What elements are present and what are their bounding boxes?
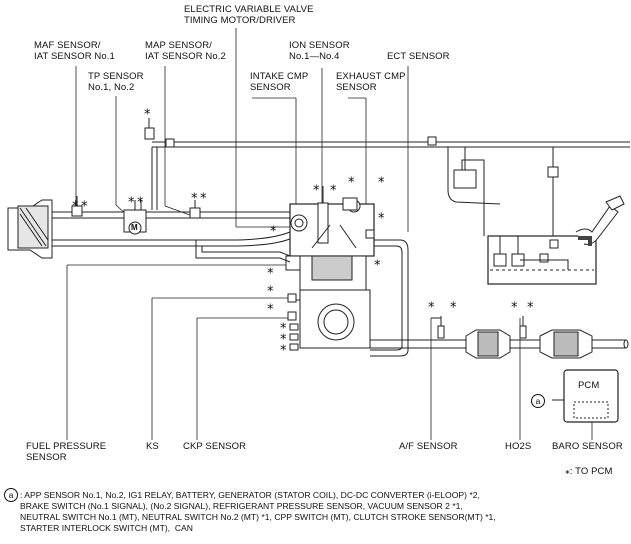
footnote-line-2: BRAKE SWITCH (No.1 SIGNAL), (No.2 SIGNAL… <box>20 501 463 511</box>
asterisk-marker: ⁎ <box>330 178 337 193</box>
label-baro-sensor: BARO SENSOR <box>552 441 623 452</box>
label-intake-cmp-sensor: INTAKE CMP SENSOR <box>250 71 309 93</box>
leader-lines <box>66 28 593 440</box>
label-maf-sensor: MAF SENSOR/ IAT SENSOR No.1 <box>34 40 115 62</box>
asterisk-marker: ⁎ <box>81 194 88 209</box>
asterisk-marker: ⁎ <box>137 190 144 205</box>
engine-block <box>285 255 371 351</box>
purge-line <box>144 118 630 210</box>
label-fuel-pressure-sensor: FUEL PRESSURE SENSOR <box>26 441 107 463</box>
intake-runner <box>195 240 291 263</box>
asterisk-marker: ⁎ <box>378 206 385 221</box>
label-ect-sensor: ECT SENSOR <box>387 51 450 62</box>
asterisk-marker: ⁎ <box>267 297 274 312</box>
asterisk-marker: ⁎ <box>348 170 355 185</box>
throttle-motor-symbol: M <box>131 223 138 232</box>
legend-to-pcm: ⁎: TO PCM <box>565 466 613 477</box>
asterisk-marker: ⁎ <box>72 194 79 209</box>
map-sensor <box>189 200 201 219</box>
ho2s-sensor <box>519 316 527 339</box>
asterisk-marker: ⁎ <box>313 178 320 193</box>
label-pcm: PCM <box>578 380 600 391</box>
label-ks: KS <box>146 441 159 452</box>
asterisk-marker: ⁎ <box>450 295 457 310</box>
fuel-system <box>447 147 625 285</box>
pcm-box <box>552 369 619 423</box>
asterisk-marker: ⁎ <box>267 261 274 276</box>
label-ion-sensor: ION SENSOR No.1—No.4 <box>289 40 350 62</box>
asterisk-marker: ⁎ <box>527 295 534 310</box>
asterisk-marker: ⁎ <box>374 253 381 268</box>
label-tp-sensor: TP SENSOR No.1, No.2 <box>88 71 144 93</box>
asterisk-marker: ⁎ <box>280 338 287 353</box>
asterisk-marker: ⁎ <box>191 186 198 201</box>
asterisk-marker: ⁎ <box>428 295 435 310</box>
maf-sensor <box>71 196 83 217</box>
af-sensor <box>431 316 445 339</box>
exhaust-pipe <box>370 329 629 359</box>
footnote-line-3: NEUTRAL SWITCH No.1 (MT), NEUTRAL SWITCH… <box>20 512 496 522</box>
label-map-sensor: MAP SENSOR/ IAT SENSOR No.2 <box>145 40 226 62</box>
circle-a-marker: a <box>531 394 545 408</box>
engine-head <box>289 186 375 257</box>
footnote-line-1: : APP SENSOR No.1, No.2, IG1 RELAY, BATT… <box>20 490 480 500</box>
asterisk-marker: ⁎ <box>280 327 287 342</box>
label-ho2s: HO2S <box>505 441 532 452</box>
footnote-marker-a: a <box>4 488 18 502</box>
label-af-sensor: A/F SENSOR <box>399 441 458 452</box>
footnote-line-4: STARTER INTERLOCK SWITCH (MT), CAN <box>20 523 193 533</box>
throttle-body <box>123 200 147 235</box>
asterisk-marker: ⁎ <box>280 316 287 331</box>
asterisk-marker: ⁎ <box>200 186 207 201</box>
asterisk-marker: ⁎ <box>267 279 274 294</box>
asterisk-marker: ⁎ <box>128 190 135 205</box>
label-evv-timing-motor: ELECTRIC VARIABLE VALVE TIMING MOTOR/DRI… <box>184 4 314 26</box>
intake-pipe <box>52 211 293 247</box>
label-exhaust-cmp-sensor: EXHAUST CMP SENSOR <box>336 71 406 93</box>
intake-air-cleaner <box>7 199 53 259</box>
coolant-line <box>370 239 409 357</box>
asterisk-marker: ⁎ <box>144 102 151 117</box>
asterisk-marker: ⁎ <box>378 170 385 185</box>
asterisk-marker: ⁎ <box>511 295 518 310</box>
asterisk-marker: ⁎ <box>270 219 277 234</box>
label-ckp-sensor: CKP SENSOR <box>183 441 247 452</box>
